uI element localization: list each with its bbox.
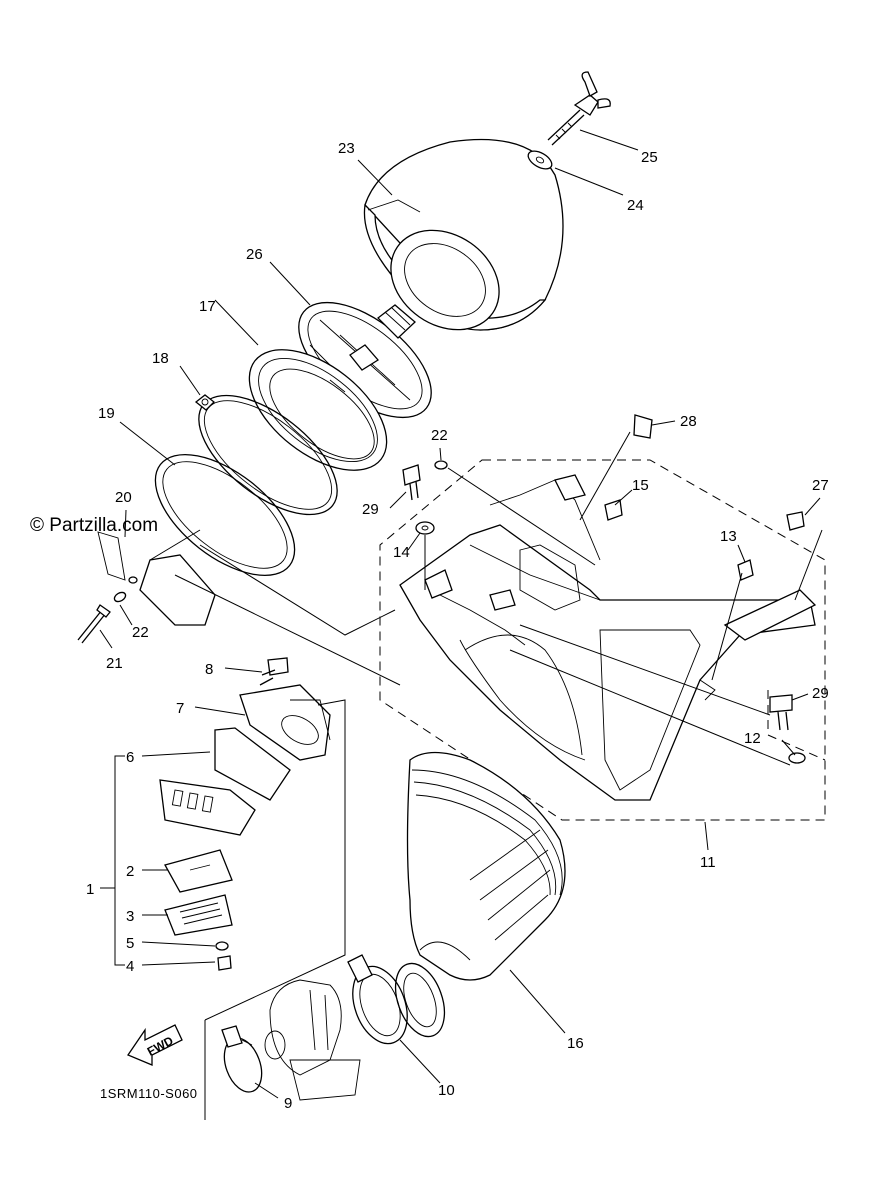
part-label-29-right[interactable]: 29 [812,685,829,702]
filter-guide-drawing [298,301,432,419]
drawing-code: 1SRM110-S060 [100,1086,198,1101]
air-filter-case-drawing [379,459,826,821]
intake-boot-drawing [394,751,566,1038]
part-label-27[interactable]: 27 [812,477,829,494]
part-label-21[interactable]: 21 [106,655,123,672]
leader-lines [99,129,826,1120]
part-label-11[interactable]: 11 [700,854,716,871]
forward-arrow-icon [127,1024,183,1066]
seal-plate-drawing [97,529,216,626]
part-label-2[interactable]: 2 [126,863,134,880]
watermark-text: © Partzilla.com [30,515,158,536]
part-label-3[interactable]: 3 [126,908,134,925]
part-label-12[interactable]: 12 [744,730,761,747]
part-label-6[interactable]: 6 [126,749,134,766]
clamp-band-drawing [194,394,338,516]
part-label-22-upper[interactable]: 22 [431,427,448,444]
air-filter-element-drawing [363,138,564,331]
part-label-10[interactable]: 10 [438,1082,455,1099]
part-label-20[interactable]: 20 [115,489,132,506]
part-labels: 1 2 3 4 5 6 7 8 9 10 11 12 13 14 15 16 1… [86,140,829,1112]
part-label-23[interactable]: 23 [338,140,355,157]
case-fasteners-drawing [402,414,806,764]
part-label-1[interactable]: 1 [86,881,94,898]
part-label-8[interactable]: 8 [205,661,213,678]
carburetor-reference-drawing [264,979,361,1101]
part-label-13[interactable]: 13 [720,528,737,545]
part-label-5[interactable]: 5 [126,935,134,952]
part-label-26[interactable]: 26 [246,246,263,263]
screw-and-washer-drawing [77,576,138,644]
part-label-24[interactable]: 24 [627,197,644,214]
part-label-29-upper[interactable]: 29 [362,501,379,518]
joint-drawing [248,349,388,471]
reed-valve-assembly-drawing [159,657,331,971]
gasket-ring-drawing [154,453,296,577]
part-label-17[interactable]: 17 [199,298,216,315]
part-label-4[interactable]: 4 [126,958,134,975]
part-label-14[interactable]: 14 [393,544,410,561]
washer-and-wing-bolt-drawing [527,71,611,170]
part-label-15[interactable]: 15 [632,477,649,494]
small-clamp-drawing [221,1025,263,1093]
part-label-7[interactable]: 7 [176,700,184,717]
part-label-18[interactable]: 18 [152,350,169,367]
lower-clamp-drawing [347,954,408,1045]
part-label-25[interactable]: 25 [641,149,658,166]
part-label-28[interactable]: 28 [680,413,697,430]
part-label-19[interactable]: 19 [98,405,115,422]
part-label-22-lower[interactable]: 22 [132,624,149,641]
part-label-9[interactable]: 9 [284,1095,292,1112]
part-label-16[interactable]: 16 [567,1035,584,1052]
